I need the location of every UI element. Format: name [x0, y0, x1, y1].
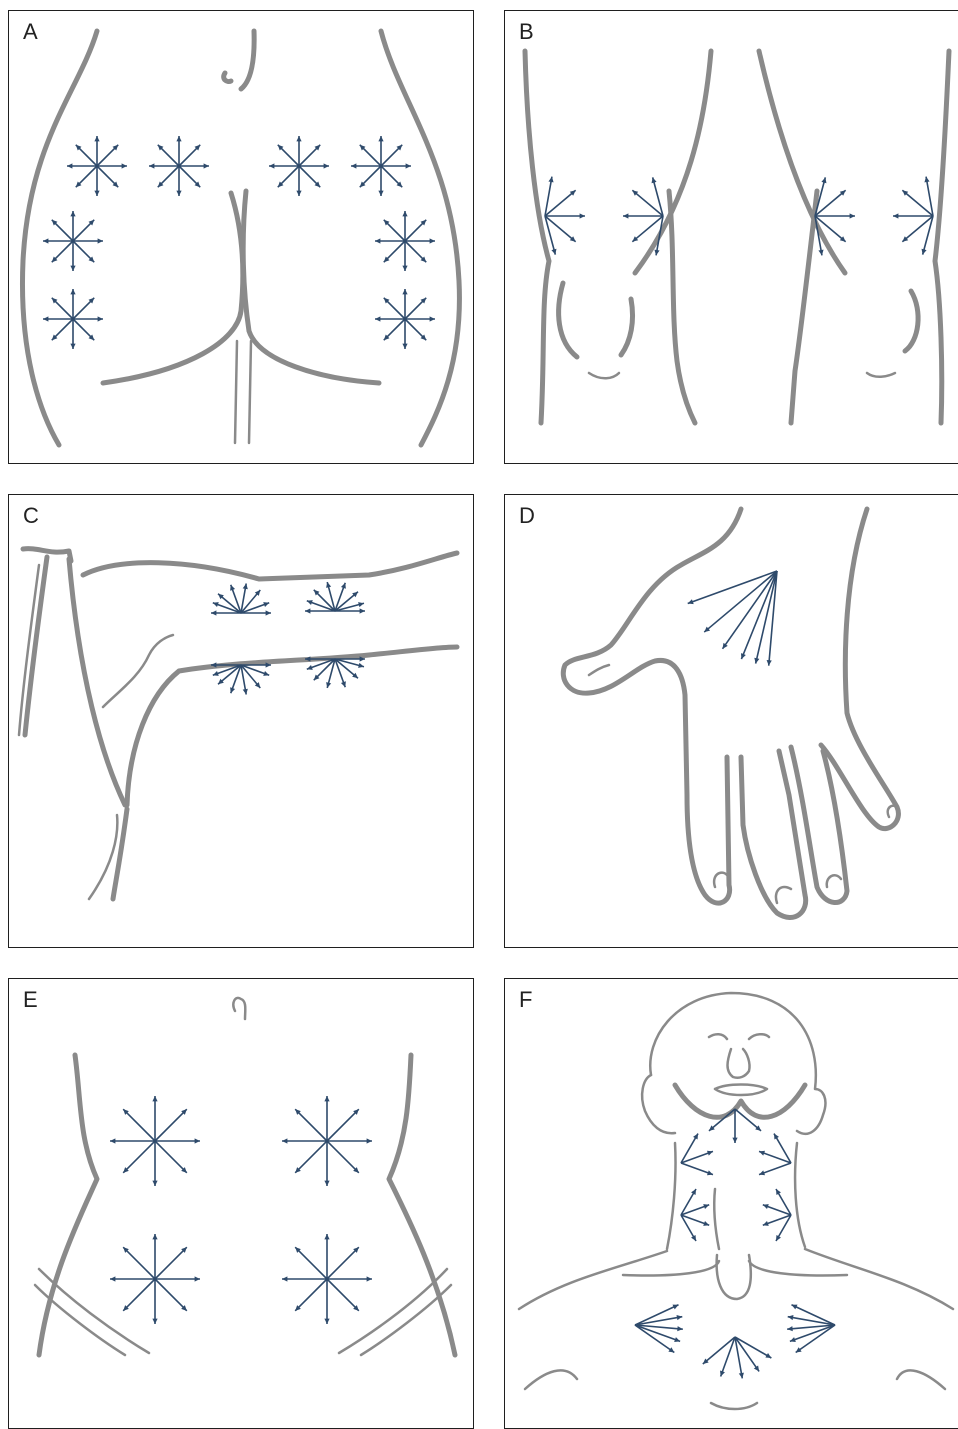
panel-a: A [8, 10, 474, 464]
panel-c: C [8, 494, 474, 948]
arrow-burst-icon [305, 582, 365, 614]
arrow-burst-icon [149, 136, 209, 196]
arrow-bursts [545, 177, 933, 256]
arrow-bursts [688, 571, 777, 666]
panel-d-illustration [505, 495, 958, 948]
arrow-burst-icon [351, 136, 411, 196]
arrow-burst-icon [375, 211, 435, 271]
panel-e-illustration [9, 979, 474, 1429]
panel-e: E [8, 978, 474, 1429]
arrow-bursts [211, 582, 365, 695]
arrow-burst-icon [815, 177, 855, 255]
arrow-burst-icon [282, 1234, 372, 1324]
arrow-burst-icon [763, 1189, 791, 1241]
arrow-burst-icon [375, 289, 435, 349]
arrow-burst-icon [759, 1134, 791, 1176]
arrow-burst-icon [43, 289, 103, 349]
panel-b-illustration [505, 11, 958, 464]
panel-b: B [504, 10, 958, 464]
arrow-burst-icon [681, 1134, 713, 1176]
arrow-burst-icon [67, 136, 127, 196]
arrow-burst-icon [545, 177, 585, 255]
arrow-burst-icon [282, 1096, 372, 1186]
arrow-burst-icon [269, 136, 329, 196]
arrow-burst-icon [703, 1337, 772, 1378]
arrow-burst-icon [893, 177, 933, 255]
arrow-burst-icon [681, 1189, 709, 1241]
panel-c-illustration [9, 495, 474, 948]
arrow-burst-icon [688, 571, 777, 666]
panel-f-illustration [505, 979, 958, 1429]
panel-f: F [504, 978, 958, 1429]
arrow-burst-icon [787, 1305, 835, 1353]
arrow-bursts [110, 1096, 372, 1324]
arrow-burst-icon [43, 211, 103, 271]
arrow-burst-icon [211, 583, 271, 615]
panel-a-illustration [9, 11, 474, 464]
panel-d: D [504, 494, 958, 948]
arrow-burst-icon [110, 1096, 200, 1186]
arrow-burst-icon [635, 1305, 683, 1353]
arrow-burst-icon [110, 1234, 200, 1324]
